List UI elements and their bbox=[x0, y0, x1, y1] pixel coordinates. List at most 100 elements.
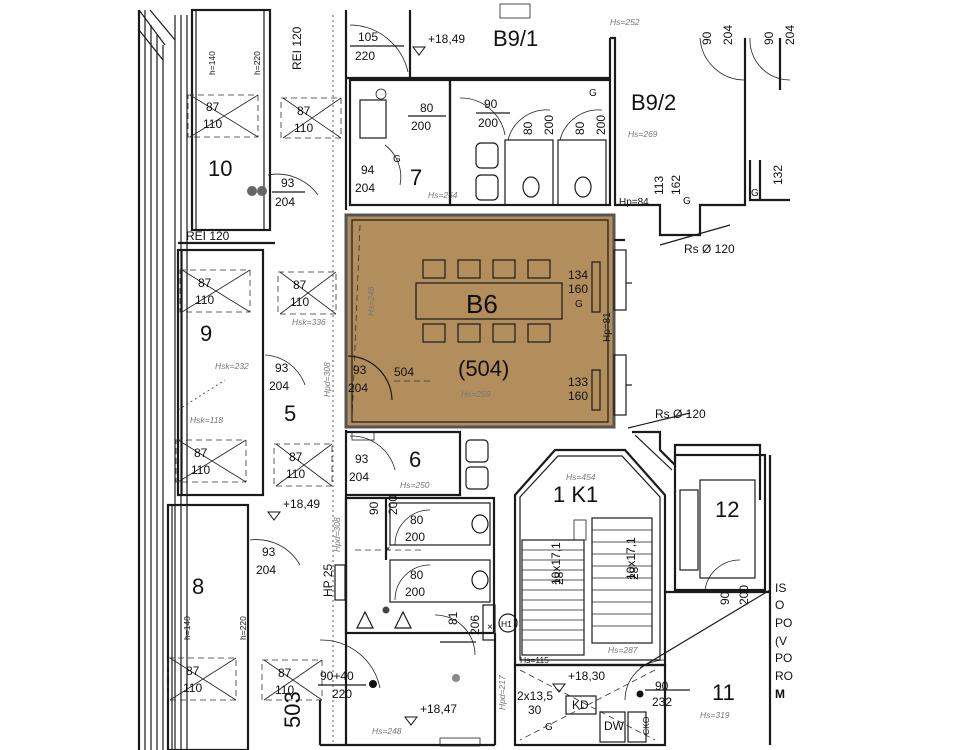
room-12-label: 12 bbox=[715, 497, 739, 522]
height-note: Hs=319 bbox=[700, 710, 730, 720]
toilet-icon bbox=[522, 176, 540, 198]
room-6-label: 6 bbox=[409, 447, 421, 472]
sink-icon bbox=[465, 466, 489, 490]
wall bbox=[748, 160, 790, 202]
fixture bbox=[394, 610, 412, 629]
height-note: Hs=287 bbox=[608, 645, 638, 655]
level-marker-icon bbox=[552, 683, 566, 693]
dim: 162 bbox=[669, 175, 683, 195]
door-swing bbox=[384, 144, 402, 186]
dim: 200 bbox=[737, 585, 751, 605]
room-b6-axis bbox=[351, 224, 361, 421]
door-swing bbox=[394, 564, 431, 601]
sink-icon bbox=[475, 142, 499, 169]
note-text: PO bbox=[775, 651, 792, 665]
room-b91-label: B9/1 bbox=[493, 26, 538, 51]
height-note: Hsk=118 bbox=[190, 415, 223, 425]
hose-cabinet bbox=[482, 604, 496, 641]
dim: 87 bbox=[297, 104, 311, 118]
dim: 200 bbox=[405, 585, 425, 599]
door-swing bbox=[699, 37, 746, 81]
column-dot bbox=[369, 680, 377, 688]
roof-sign: Rs Ø 120 bbox=[684, 242, 735, 256]
axis bbox=[519, 669, 656, 741]
height-note: Hpd=308 bbox=[322, 362, 332, 397]
conference-table bbox=[415, 282, 563, 320]
wc-cubicle bbox=[389, 502, 491, 546]
note-text: IS bbox=[775, 581, 786, 595]
stair-count: 28 bbox=[627, 566, 641, 580]
toilet-icon bbox=[574, 176, 592, 198]
window bbox=[613, 354, 627, 416]
door-swing bbox=[704, 559, 741, 591]
cko-label: CKO bbox=[641, 716, 651, 735]
dim: 160 bbox=[568, 282, 588, 296]
gas-mark: G bbox=[575, 299, 583, 310]
room-b6-inner bbox=[351, 219, 609, 423]
height-note: Hs=259 bbox=[461, 389, 491, 399]
gas-mark: G bbox=[751, 188, 759, 199]
leader-line bbox=[639, 589, 771, 669]
dim: 80 bbox=[410, 568, 424, 582]
kd-label: KD bbox=[572, 698, 589, 712]
dim: 204 bbox=[783, 25, 797, 45]
height-note: h=140 bbox=[207, 51, 217, 75]
level-mark: +18,49 bbox=[428, 32, 465, 46]
dim: 200 bbox=[386, 495, 400, 515]
door-swing bbox=[319, 639, 381, 689]
door-frame bbox=[261, 659, 323, 701]
stair-count: 28 bbox=[552, 571, 566, 585]
stair-dim: 10x17,1 bbox=[549, 542, 563, 585]
dim: 134 bbox=[568, 268, 588, 282]
level-mark: +18,30 bbox=[568, 669, 605, 683]
gas-mark: G bbox=[393, 154, 401, 165]
leader-line bbox=[659, 224, 731, 246]
chair bbox=[422, 323, 446, 343]
dim: 206 bbox=[468, 615, 482, 635]
dim: 110 bbox=[275, 683, 294, 697]
dim: 204 bbox=[348, 381, 368, 395]
room-k1-label: 1 K1 bbox=[553, 482, 598, 507]
room-5-label: 5 bbox=[284, 401, 296, 426]
dim: 87 bbox=[293, 278, 307, 292]
door-swing bbox=[349, 435, 396, 471]
room-8-label: 8 bbox=[192, 574, 204, 599]
door-swing bbox=[559, 109, 603, 141]
dim: 90 bbox=[655, 679, 669, 693]
chair bbox=[457, 259, 481, 279]
dim: 200 bbox=[542, 115, 556, 135]
toilet-icon bbox=[471, 514, 489, 534]
fixture bbox=[351, 431, 375, 441]
door-frame bbox=[280, 97, 342, 139]
fixture bbox=[439, 737, 481, 747]
sink-icon bbox=[465, 439, 489, 463]
note-text: O bbox=[775, 598, 784, 612]
note-text: M bbox=[775, 687, 785, 701]
kd-box bbox=[565, 695, 597, 715]
note-text: RO bbox=[775, 669, 793, 683]
door-swing bbox=[349, 24, 409, 73]
room-10-label: 10 bbox=[208, 156, 232, 181]
lobby-outline bbox=[513, 663, 667, 747]
dim: 80 bbox=[410, 513, 424, 527]
dim: 200 bbox=[405, 530, 425, 544]
dim: 504 bbox=[394, 365, 414, 379]
dim: 90 bbox=[700, 31, 714, 45]
room-7-label: 7 bbox=[410, 165, 422, 190]
washroom-lower bbox=[344, 496, 496, 635]
hose-label: HP 25 bbox=[321, 564, 335, 597]
dim: 105 bbox=[358, 30, 378, 44]
note-text: (V bbox=[775, 634, 787, 648]
level-mark: +18,47 bbox=[420, 702, 457, 716]
level-marker-icon bbox=[267, 511, 281, 521]
toilet-icon bbox=[471, 570, 489, 590]
height-note: Hsk=336 bbox=[292, 317, 326, 327]
dim: 87 bbox=[289, 450, 303, 464]
height-note: Hs=250 bbox=[400, 480, 430, 490]
dim: 110 bbox=[294, 121, 313, 135]
cross-mark: × bbox=[385, 544, 391, 555]
stair-dim: 10x17,1 bbox=[624, 537, 638, 580]
gas-mark: G bbox=[589, 88, 597, 99]
stair-core-inner bbox=[519, 455, 661, 661]
room-12-inner bbox=[699, 479, 756, 579]
